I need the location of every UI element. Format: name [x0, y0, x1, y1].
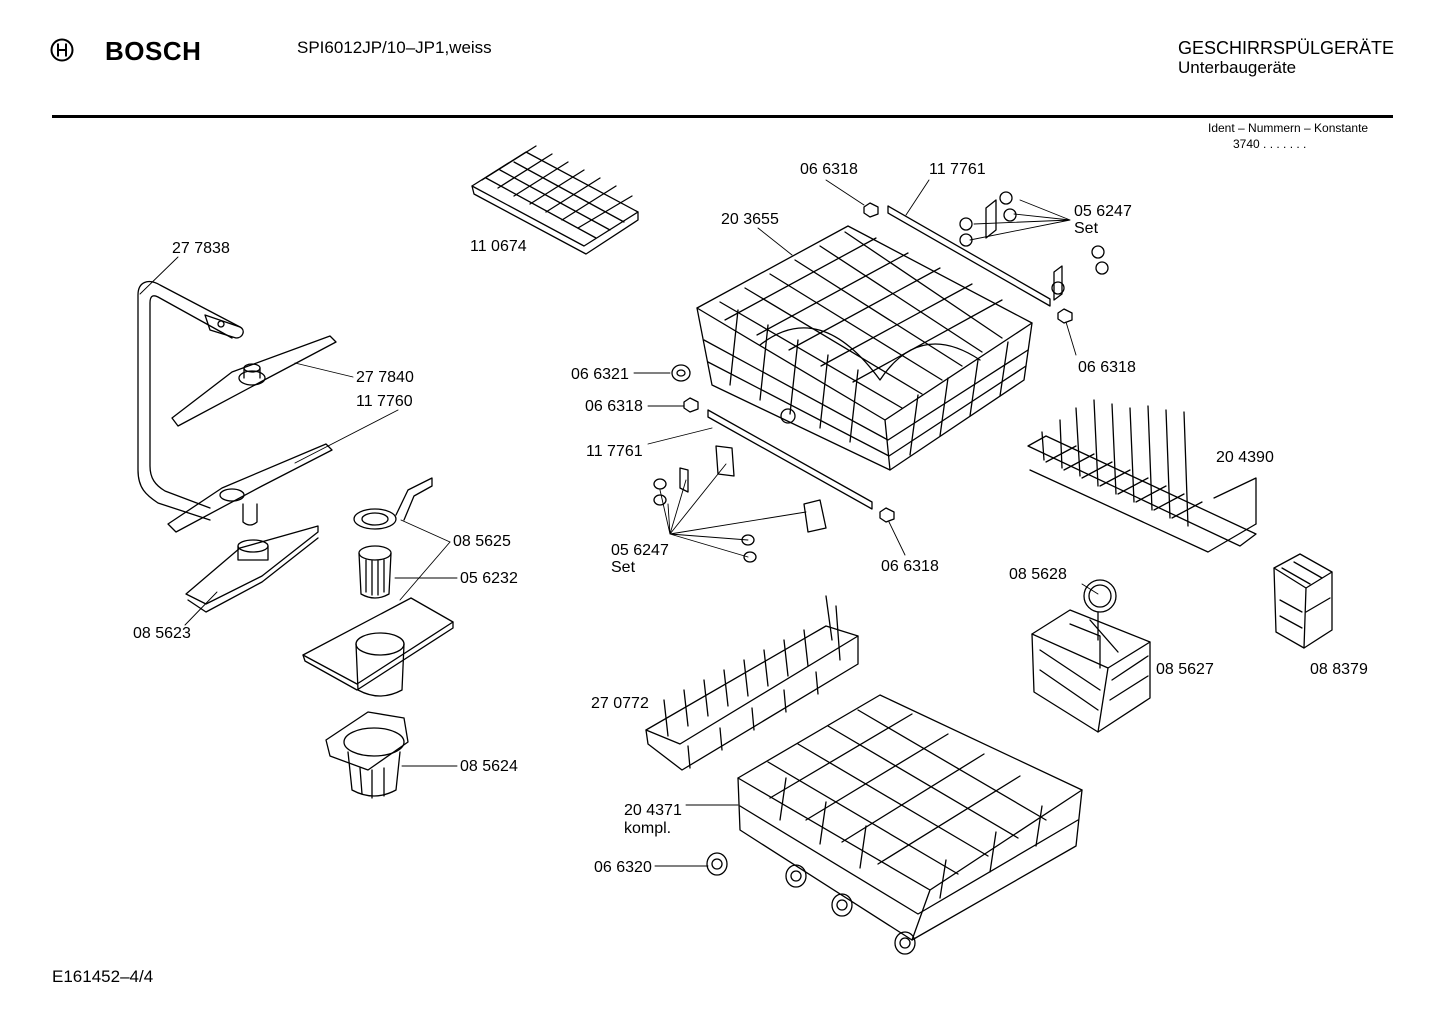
part-label: 11 7761 [586, 443, 643, 460]
part-label: 08 5623 [133, 625, 191, 642]
part-label: Set [611, 559, 636, 576]
brand-name: BOSCH [105, 36, 202, 66]
lower-spray-arm [167, 443, 333, 533]
filter-cylinder [358, 545, 392, 599]
cutlery-insert [1273, 553, 1333, 649]
part-label: 05 6247 [1074, 203, 1132, 220]
ident-constant: 3740 . . . . . . . [1233, 137, 1307, 151]
lower-rail [707, 409, 873, 510]
part-label: 06 6318 [881, 558, 939, 575]
part-label: 08 5625 [453, 533, 511, 550]
part-label: 08 5624 [460, 758, 518, 775]
part-label: 06 6318 [800, 161, 858, 178]
model-number: SPI6012JP/10–JP1,weiss [297, 38, 492, 57]
cutlery-grid [1027, 399, 1257, 553]
part-label: 08 5627 [1156, 661, 1214, 678]
part-label: 06 6321 [571, 366, 629, 383]
part-label: 06 6320 [594, 859, 652, 876]
filter-ring [353, 477, 433, 530]
header-rule [52, 115, 1393, 118]
part-label: 06 6318 [585, 398, 643, 415]
category-title: GESCHIRRSPÜLGERÄTE [1178, 38, 1395, 58]
leader-lines [139, 179, 1099, 867]
spray-arm-supply-pipe [137, 281, 244, 521]
part-label: 11 7760 [356, 393, 413, 410]
part-label: 20 3655 [721, 211, 779, 228]
part-label: 06 6318 [1078, 359, 1136, 376]
cutlery-basket [1031, 579, 1151, 733]
part-label: 05 6247 [611, 542, 669, 559]
part-label: 11 0674 [470, 238, 527, 255]
part-label: 05 6232 [460, 570, 518, 587]
plate-rack [645, 595, 859, 771]
part-label: Set [1074, 220, 1099, 237]
category-subtitle: Unterbaugeräte [1178, 58, 1297, 77]
part-label: 27 7838 [172, 240, 230, 257]
part-label: 08 5628 [1009, 566, 1067, 583]
cup-rack [471, 145, 639, 255]
part-label: 08 8379 [1310, 661, 1368, 678]
lower-basket [737, 694, 1083, 955]
micro-filter [185, 525, 319, 613]
upper-rail [887, 205, 1051, 307]
part-label: kompl. [624, 820, 672, 837]
upper-basket [696, 225, 1033, 471]
part-label: 11 7761 [929, 161, 986, 178]
part-label: 27 0772 [591, 695, 649, 712]
flat-fine-filter [302, 597, 454, 697]
coarse-filter [325, 711, 409, 799]
document-id: E161452–4/4 [52, 967, 154, 986]
ident-caption: Ident – Nummern – Konstante [1208, 121, 1369, 135]
roller-clips [653, 191, 1109, 876]
part-label: 20 4390 [1216, 449, 1274, 466]
part-label: 27 7840 [356, 369, 414, 386]
upper-spray-arm [171, 335, 337, 427]
part-label: 20 4371 [624, 802, 682, 819]
bosch-logo-icon [50, 38, 74, 62]
